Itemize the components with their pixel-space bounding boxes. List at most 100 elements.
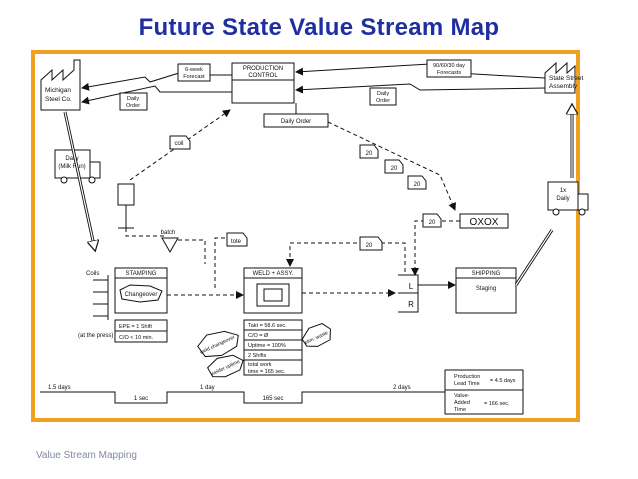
svg-text:Daily: Daily <box>65 156 78 162</box>
kanban-to-leveling <box>327 121 456 211</box>
svg-text:20: 20 <box>366 151 373 157</box>
svg-text:Daily: Daily <box>127 96 139 102</box>
svg-text:STAMPING: STAMPING <box>126 271 157 277</box>
svg-text:20: 20 <box>391 166 398 172</box>
svg-text:Production: Production <box>454 374 480 380</box>
svg-text:Order: Order <box>126 103 140 109</box>
svg-text:Time: Time <box>454 407 466 413</box>
truck-inbound-icon: Daily (Milk Run) <box>54 149 101 184</box>
svg-text:C/O = Ø: C/O = Ø <box>248 333 269 339</box>
forecast-customer-label: 90/60/30 day Forecasts <box>426 59 472 78</box>
kanban-20-b: 20 <box>384 159 404 174</box>
svg-text:EPE = 1 Shift: EPE = 1 Shift <box>119 324 152 330</box>
customer-name-2: Assembly <box>549 83 578 90</box>
batch-signal: batch <box>161 230 179 254</box>
kaizen-burst-weld-changeover: weld changeover <box>197 330 239 358</box>
footer-caption: Value Stream Mapping <box>36 450 137 461</box>
svg-text:Uptime = 100%: Uptime = 100% <box>248 343 286 349</box>
svg-text:R: R <box>408 300 414 309</box>
svg-text:20: 20 <box>414 182 421 188</box>
svg-text:= 4.5 days: = 4.5 days <box>490 378 516 384</box>
tote-flow <box>214 237 225 290</box>
supplier-factory: Michigan Steel Co. <box>40 59 81 111</box>
timeline-day-1: 1.5 days <box>48 385 71 391</box>
page-title: Future State Value Stream Map <box>138 14 500 41</box>
signal-kanban-post <box>117 183 135 229</box>
withdrawal-dashed <box>411 220 460 276</box>
supplier-name-2: Steel Co. <box>45 96 72 103</box>
stamping-data-box: EPE = 1 Shift C/O < 10 min. <box>114 319 168 343</box>
svg-text:Daily: Daily <box>377 91 389 97</box>
supplier-name-1: Michigan <box>45 87 71 94</box>
kaizen-burst-elim-waste: elim. waste <box>301 322 331 347</box>
coil-signal-flow <box>129 109 231 181</box>
weld-assembly-process: WELD + ASSY. <box>243 267 303 314</box>
svg-text:20: 20 <box>429 220 436 226</box>
supermarket: L R <box>398 274 419 313</box>
production-control-label-1: PRODUCTION <box>243 66 283 72</box>
svg-text:Takt = 58.6 sec.: Takt = 58.6 sec. <box>248 323 287 329</box>
leveling-box-oxox: OXOX <box>459 213 509 229</box>
svg-text:total work: total work <box>248 362 272 368</box>
svg-text:SHIPPING: SHIPPING <box>472 271 501 277</box>
svg-text:Added: Added <box>454 400 470 406</box>
lead-time-summary: Production Lead Time = 4.5 days Value- A… <box>444 369 524 415</box>
svg-text:20: 20 <box>366 243 373 249</box>
svg-text:Order: Order <box>376 98 390 104</box>
svg-text:Value-: Value- <box>454 393 470 399</box>
production-control-box: PRODUCTION CONTROL <box>231 62 295 104</box>
svg-text:Changeover: Changeover <box>125 292 158 298</box>
forecast-flow-customer <box>295 63 546 79</box>
svg-text:2 Shifts: 2 Shifts <box>248 353 267 359</box>
svg-text:WELD + ASSY.: WELD + ASSY. <box>253 271 294 277</box>
svg-text:L: L <box>409 282 414 291</box>
svg-text:coil: coil <box>174 141 183 147</box>
production-control-label-2: CONTROL <box>248 73 278 79</box>
svg-text:90/60/30 day: 90/60/30 day <box>433 63 465 69</box>
diagram-frame <box>31 50 580 422</box>
kanban-20-d: 20 <box>422 213 442 228</box>
svg-text:Daily Order: Daily Order <box>281 119 311 125</box>
svg-text:Coils: Coils <box>86 271 99 277</box>
svg-text:C/O < 10 min.: C/O < 10 min. <box>119 335 154 341</box>
svg-text:1x: 1x <box>560 188 566 194</box>
timeline-day-2: 1 day <box>200 385 215 391</box>
kanban-20-c: 20 <box>407 175 427 190</box>
svg-text:time = 165 sec.: time = 165 sec. <box>248 369 286 375</box>
order-flow-customer <box>295 83 546 94</box>
timeline: 1.5 days 1 day 2 days 1 sec 165 sec <box>40 385 445 404</box>
stamping-process: STAMPING Changeover <box>114 267 168 314</box>
svg-text:batch: batch <box>161 230 176 236</box>
svg-text:Forecasts: Forecasts <box>437 70 461 76</box>
customer-name-1: State Street <box>549 75 584 82</box>
timeline-sec-2: 165 sec <box>262 396 283 402</box>
timeline-sec-1: 1 sec <box>134 396 148 402</box>
batch-flow-2 <box>178 239 206 264</box>
kanban-coil: coil <box>169 135 191 150</box>
svg-text:OXOX: OXOX <box>470 217 499 228</box>
svg-text:Daily: Daily <box>556 196 569 202</box>
weld-data-box: Takt = 58.6 sec. C/O = Ø Uptime = 100% 2… <box>243 319 303 376</box>
daily-order-supplier-label: Daily Order <box>119 92 148 111</box>
coils-inventory: Coils (at the press) <box>78 271 113 339</box>
timeline-day-3: 2 days <box>393 385 411 391</box>
batch-flow <box>125 228 165 237</box>
kaizen-burst-welder-uptime: welder uptime <box>207 354 244 377</box>
order-flow-supplier <box>81 85 232 105</box>
customer-factory: State Street Assembly <box>544 61 584 94</box>
svg-text:Forecast: Forecast <box>183 74 205 80</box>
kanban-to-weld <box>286 242 406 272</box>
svg-text:tote: tote <box>231 239 242 245</box>
kanban-20-a: 20 <box>359 144 379 159</box>
kanban-tote: tote <box>226 232 248 247</box>
forecast-supplier-label: 6-week Forecast <box>177 63 211 82</box>
daily-order-customer-label: Daily Order <box>369 87 397 106</box>
daily-order-box: Daily Order <box>263 113 329 128</box>
svg-text:(at the press): (at the press) <box>78 333 113 339</box>
kanban-20-e: 20 <box>359 236 383 251</box>
svg-text:(Milk Run): (Milk Run) <box>58 164 85 170</box>
shipping-process: SHIPPING Staging <box>455 267 517 314</box>
svg-text:Lead Time: Lead Time <box>454 381 480 387</box>
svg-text:6-week: 6-week <box>185 67 203 73</box>
